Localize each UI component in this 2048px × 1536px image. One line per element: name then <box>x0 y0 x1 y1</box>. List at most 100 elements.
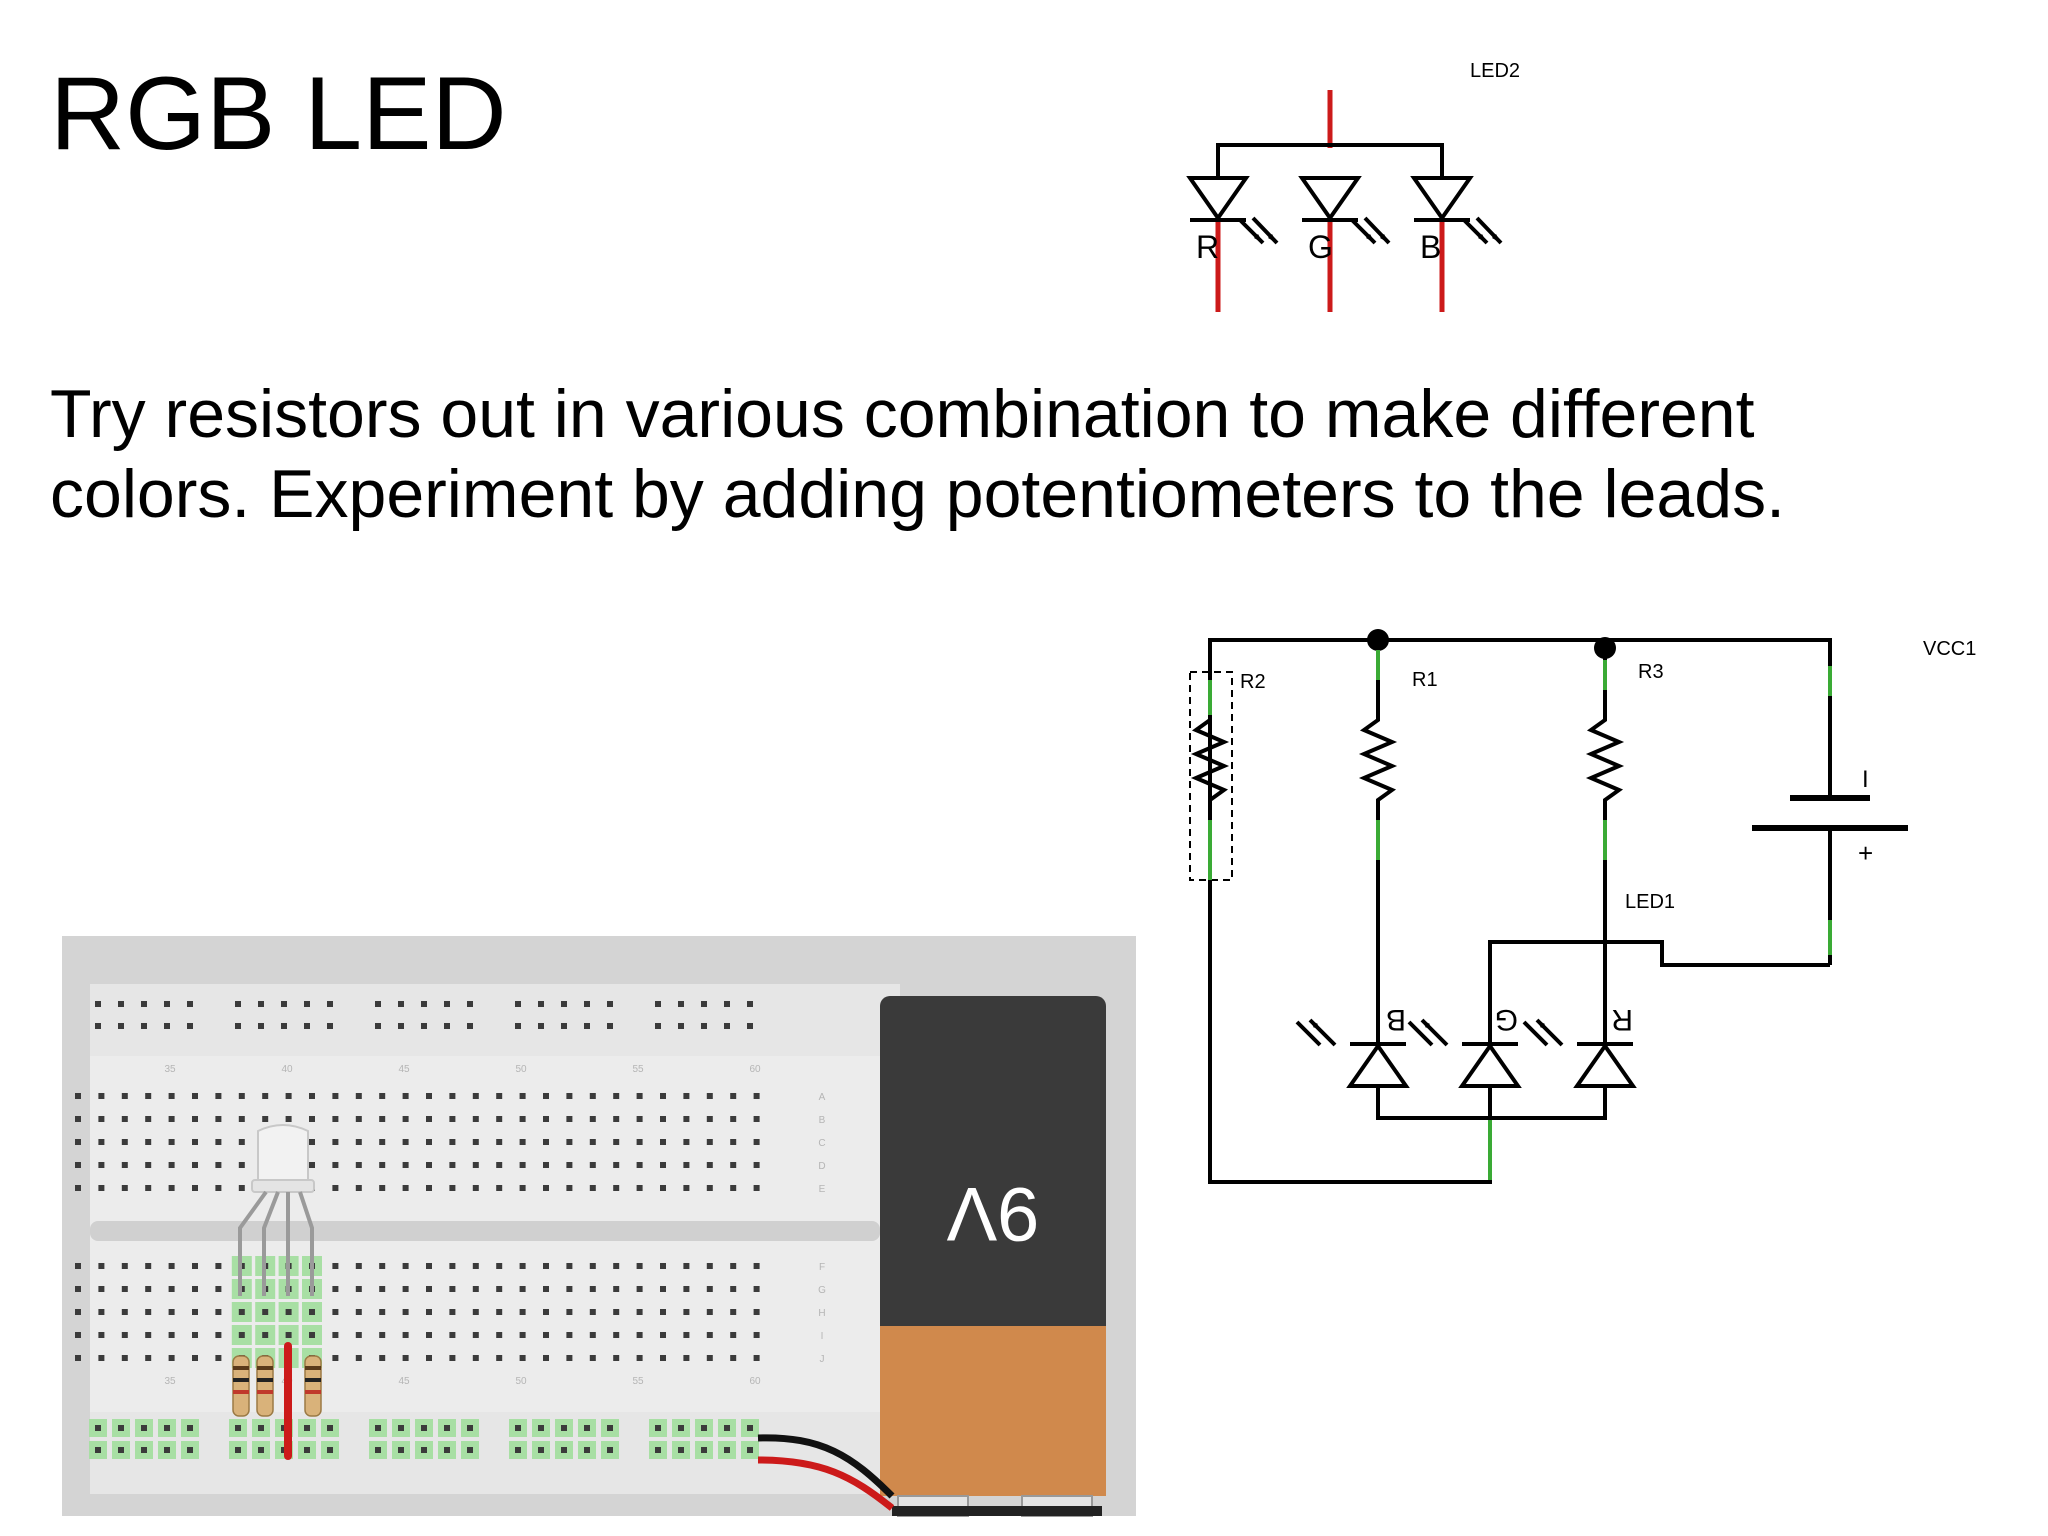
terminal-hole <box>706 1162 713 1168</box>
rail-hole <box>701 1425 707 1431</box>
terminal-hole <box>660 1355 666 1361</box>
terminal-hole <box>660 1332 666 1338</box>
rail-hole <box>95 1425 101 1431</box>
terminal-hole <box>426 1332 432 1338</box>
terminal-hole <box>332 1332 339 1338</box>
terminal-hole <box>449 1332 456 1338</box>
rail-hole <box>724 1023 730 1029</box>
terminal-hole <box>145 1185 152 1191</box>
rail-hole <box>515 1425 521 1431</box>
terminal-hole <box>472 1093 479 1099</box>
terminal-hole <box>402 1162 409 1168</box>
rail-hole <box>538 1425 544 1431</box>
terminal-hole <box>379 1093 386 1099</box>
slide-title: RGB LED <box>50 56 507 172</box>
rail-hole <box>421 1023 427 1029</box>
terminal-hole <box>543 1139 549 1145</box>
terminal-hole <box>98 1093 105 1099</box>
terminal-hole <box>589 1185 596 1191</box>
rail-hole <box>258 1425 264 1431</box>
terminal-hole <box>262 1093 269 1099</box>
terminal-hole <box>730 1309 737 1315</box>
terminal-hole <box>426 1185 432 1191</box>
rail-hole <box>327 1023 333 1029</box>
terminal-hole <box>613 1162 620 1168</box>
rail-hole <box>95 1001 101 1007</box>
terminal-hole <box>706 1332 713 1338</box>
rail-hole <box>141 1447 147 1453</box>
terminal-hole <box>589 1116 596 1122</box>
rail-hole <box>584 1023 590 1029</box>
rail-hole <box>515 1447 521 1453</box>
rail-hole <box>607 1425 613 1431</box>
terminal-hole <box>589 1286 596 1292</box>
rail-hole <box>444 1023 450 1029</box>
column-number: 40 <box>281 1064 293 1075</box>
terminal-hole <box>543 1286 549 1292</box>
terminal-hole <box>660 1309 666 1315</box>
row-letter: B <box>819 1115 826 1126</box>
terminal-hole <box>753 1139 760 1145</box>
rail-hole <box>515 1001 521 1007</box>
rail-hole <box>538 1023 544 1029</box>
terminal-hole <box>683 1185 690 1191</box>
terminal-hole <box>98 1263 105 1269</box>
column-number: 50 <box>515 1064 527 1075</box>
terminal-hole <box>753 1355 760 1361</box>
terminal-hole <box>402 1093 409 1099</box>
terminal-hole <box>636 1286 643 1292</box>
rail-hole <box>304 1425 310 1431</box>
terminal-hole <box>636 1355 643 1361</box>
rail-hole <box>187 1001 193 1007</box>
terminal-hole <box>636 1309 643 1315</box>
terminal-hole <box>168 1162 175 1168</box>
r3-label: R3 <box>1638 661 1664 683</box>
terminal-hole <box>98 1286 105 1292</box>
terminal-hole <box>309 1162 315 1168</box>
rail-hole <box>235 1447 241 1453</box>
terminal-hole <box>262 1309 269 1315</box>
rail-hole <box>304 1447 310 1453</box>
terminal-hole <box>145 1309 152 1315</box>
terminal-hole <box>238 1139 245 1145</box>
rail-hole <box>655 1447 661 1453</box>
rail-hole <box>95 1023 101 1029</box>
terminal-hole <box>753 1162 760 1168</box>
terminal-hole <box>636 1116 643 1122</box>
terminal-hole <box>192 1355 198 1361</box>
led1-pin-r: R <box>1611 1003 1633 1036</box>
rail-hole <box>747 1425 753 1431</box>
terminal-hole <box>753 1093 760 1099</box>
terminal-hole <box>613 1286 620 1292</box>
terminal-hole <box>449 1139 456 1145</box>
body-line-2: colors. Experiment by adding potentiomet… <box>50 456 1785 532</box>
terminal-hole <box>145 1093 152 1099</box>
terminal-hole <box>355 1139 362 1145</box>
terminal-hole <box>309 1139 315 1145</box>
terminal-hole <box>449 1185 456 1191</box>
terminal-hole <box>98 1309 105 1315</box>
terminal-hole <box>472 1286 479 1292</box>
terminal-hole <box>496 1162 503 1168</box>
rail-hole <box>118 1023 124 1029</box>
resistor-r1 <box>1358 640 1398 950</box>
terminal-hole <box>402 1286 409 1292</box>
terminal-hole <box>426 1162 432 1168</box>
terminal-hole <box>75 1162 81 1168</box>
terminal-hole <box>379 1185 386 1191</box>
terminal-hole <box>589 1263 596 1269</box>
terminal-hole <box>589 1093 596 1099</box>
terminal-hole <box>309 1093 315 1099</box>
terminal-hole <box>192 1162 198 1168</box>
row-letter: F <box>819 1262 825 1273</box>
row-letter: C <box>818 1138 825 1149</box>
rail-hole <box>584 1447 590 1453</box>
rail-hole <box>118 1425 124 1431</box>
terminal-hole <box>613 1093 620 1099</box>
row-letter: G <box>818 1285 826 1296</box>
column-number: 60 <box>749 1376 761 1387</box>
terminal-hole <box>706 1286 713 1292</box>
terminal-hole <box>402 1116 409 1122</box>
battery-symbol <box>1752 640 1908 965</box>
terminal-hole <box>706 1185 713 1191</box>
